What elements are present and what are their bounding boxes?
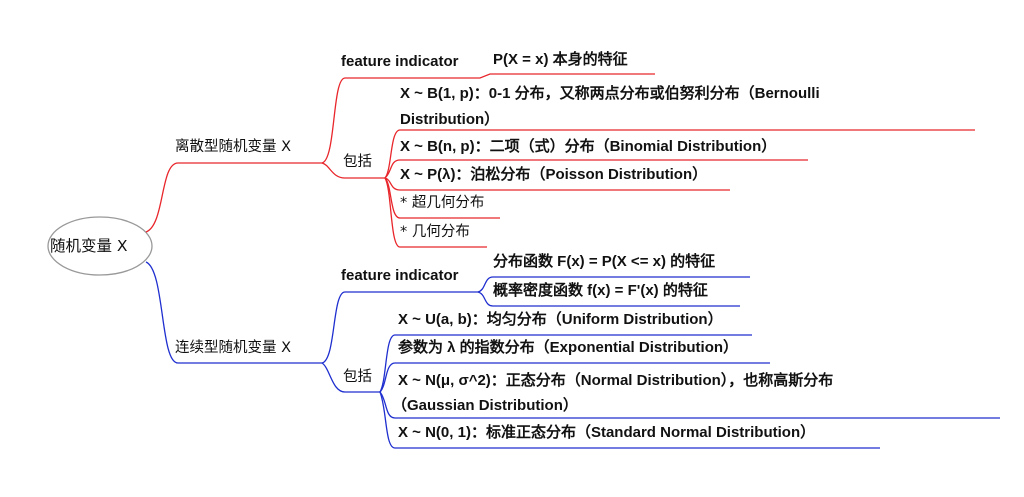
continuous-feature-item: 分布函数 F(x) = P(X <= x) 的特征 [493, 253, 716, 270]
discrete-item: X ~ B(1, p)：0-1 分布，又称两点分布或伯努利分布（Bernoull… [400, 85, 820, 102]
discrete-item: * 几何分布 [400, 224, 470, 240]
continuous-node-label: 连续型随机变量 X [175, 340, 292, 356]
discrete-includes-label: 包括 [343, 154, 372, 170]
continuous-item: X ~ U(a, b)：均匀分布（Uniform Distribution） [398, 311, 723, 328]
continuous-feature-label: feature indicator [341, 267, 459, 284]
discrete-feature-item: P(X = x) 本身的特征 [493, 51, 628, 68]
root-node-label: 随机变量 X [50, 237, 128, 255]
continuous-branch-lines [145, 261, 1000, 449]
discrete-node-label: 离散型随机变量 X [175, 139, 292, 155]
continuous-feature-item: 概率密度函数 f(x) = F'(x) 的特征 [493, 282, 708, 299]
discrete-item: X ~ P(λ)：泊松分布（Poisson Distribution） [400, 166, 708, 183]
root-node-ellipse [47, 216, 153, 276]
continuous-item: X ~ N(μ, σ^2)：正态分布（Normal Distribution），… [398, 372, 834, 389]
continuous-item-cont: （Gaussian Distribution） [392, 397, 578, 414]
discrete-feature-label: feature indicator [341, 53, 459, 70]
discrete-branch-lines [145, 73, 975, 248]
discrete-item-cont: Distribution） [400, 111, 500, 128]
discrete-item: * 超几何分布 [400, 195, 485, 211]
discrete-item: X ~ B(n, p)：二项（式）分布（Binomial Distributio… [400, 138, 777, 155]
continuous-item: 参数为 λ 的指数分布（Exponential Distribution） [398, 339, 739, 356]
continuous-item: X ~ N(0, 1)：标准正态分布（Standard Normal Distr… [398, 424, 816, 441]
continuous-includes-label: 包括 [343, 369, 372, 385]
